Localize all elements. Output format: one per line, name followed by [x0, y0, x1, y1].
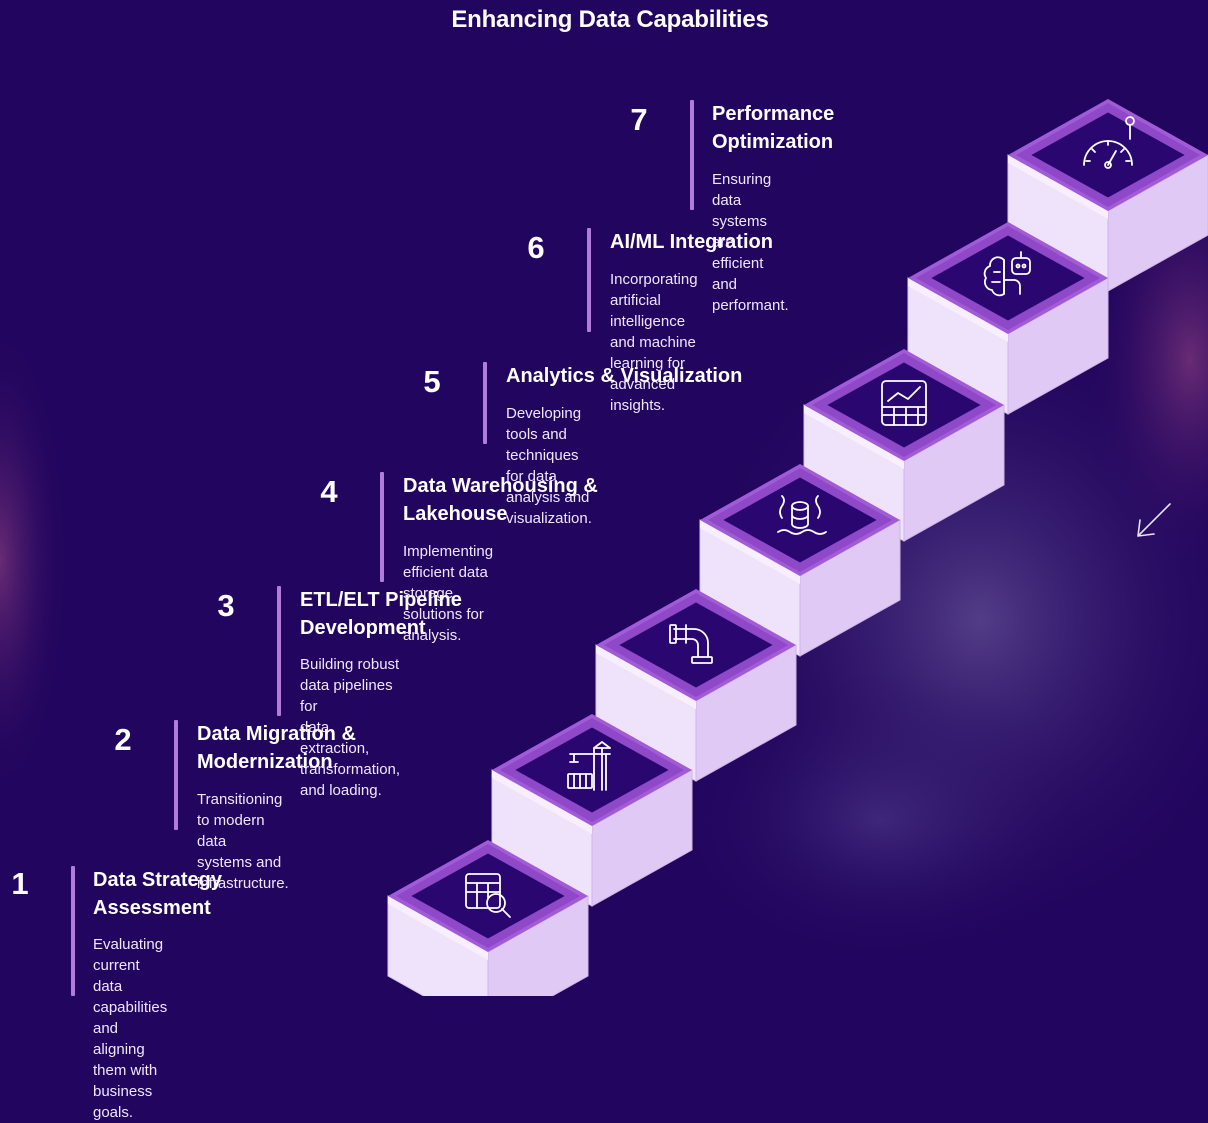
stair-lip — [700, 520, 800, 584]
staircase — [387, 99, 1208, 996]
stair-step-1 — [387, 840, 589, 996]
diagram-title: Enhancing Data Capabilities — [451, 6, 769, 33]
step-title: AI/ML Integration — [610, 231, 773, 253]
step-number: 5 — [423, 364, 441, 399]
stair-riser-right — [591, 769, 693, 907]
step-number: 6 — [527, 230, 545, 265]
crane-icon — [567, 741, 611, 791]
step-number: 2 — [114, 722, 132, 757]
stair-top-inner — [827, 362, 981, 448]
stair-step-6 — [907, 222, 1109, 415]
stair-step-2 — [491, 714, 693, 907]
stair-step-5 — [803, 349, 1005, 542]
step-title: Data Warehousing &Lakehouse — [403, 475, 598, 525]
stair-step-7 — [1007, 99, 1208, 292]
stair-lip — [908, 278, 1008, 342]
stair-riser-right — [695, 644, 797, 782]
stair-lip — [1008, 155, 1108, 219]
stair-riser-right — [799, 519, 901, 657]
step-divider — [277, 586, 281, 716]
stair-lip — [596, 645, 696, 709]
stair-riser-right — [487, 895, 589, 996]
stair-top-inner — [1031, 112, 1185, 198]
step-divider — [587, 228, 591, 332]
step-divider — [380, 472, 384, 582]
step-title: Analytics & Visualization — [506, 365, 743, 387]
step-number: 7 — [630, 102, 648, 137]
stair-lip — [492, 770, 592, 834]
step-number: 3 — [217, 588, 235, 623]
step-divider — [483, 362, 487, 444]
database-lake-icon — [777, 495, 827, 535]
arrow-down-left-icon — [1137, 503, 1171, 537]
stair-step-3 — [595, 589, 797, 782]
step-divider — [174, 720, 178, 830]
data-search-icon — [465, 873, 511, 918]
gauge-icon — [1083, 116, 1135, 169]
stair-lip — [804, 405, 904, 469]
step-divider — [71, 866, 75, 996]
stair-riser-right — [903, 404, 1005, 542]
step-number: 4 — [320, 474, 338, 509]
stair-top-inner — [931, 235, 1085, 321]
brain-robot-icon — [983, 251, 1031, 297]
stair-top-inner — [619, 602, 773, 688]
stair-top-inner — [723, 477, 877, 563]
step-title: Data Migration &Modernization — [197, 723, 356, 773]
stair-step-4 — [699, 464, 901, 657]
chart-grid-icon — [881, 380, 927, 426]
stair-top-inner — [515, 727, 669, 813]
pipe-icon — [669, 624, 713, 664]
step-number: 1 — [11, 866, 29, 901]
stair-lip — [388, 896, 488, 960]
step-divider — [690, 100, 694, 210]
